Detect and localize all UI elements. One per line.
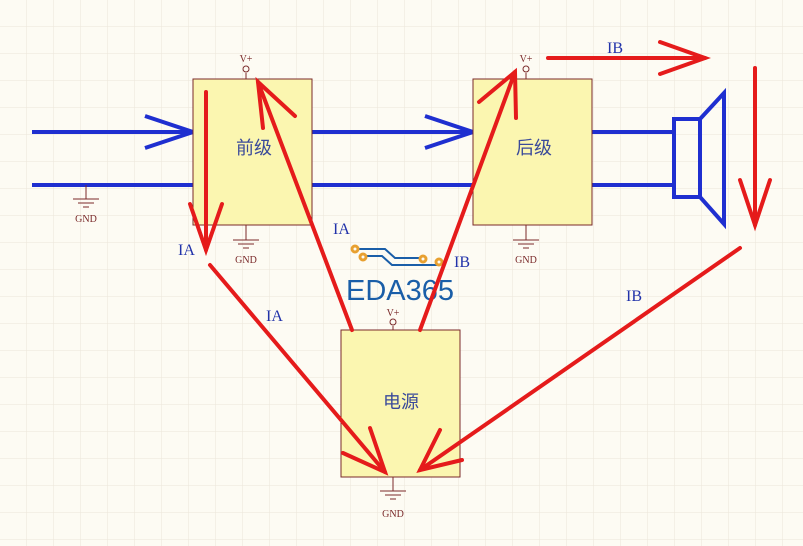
pre-gnd-label: GND: [235, 255, 257, 266]
input-ground-icon: [73, 185, 99, 208]
post-vplus-label: V+: [520, 54, 533, 65]
current-label-ia: IA: [333, 221, 350, 238]
block-post-label: 后级: [516, 138, 552, 159]
ground-icon: [233, 225, 259, 249]
current-label-ib: IB: [626, 288, 642, 305]
power-gnd-label: GND: [382, 509, 404, 520]
ground-icon: [513, 225, 539, 249]
vplus-pin-icon: [522, 65, 530, 73]
current-arrows: [188, 40, 772, 476]
current-label-ib: IB: [607, 40, 623, 57]
input-gnd-label: GND: [75, 214, 97, 225]
vplus-pin-icon: [389, 318, 397, 326]
power-vplus-label: V+: [387, 308, 400, 319]
post-gnd-label: GND: [515, 255, 537, 266]
pre-vplus-label: V+: [240, 54, 253, 65]
current-label-ib: IB: [454, 254, 470, 271]
block-power-supply[interactable]: 电源 V+ GND: [340, 308, 461, 520]
block-post-amp[interactable]: 后级 V+ GND: [472, 54, 593, 266]
speaker-icon: [672, 87, 726, 230]
current-label-ia: IA: [178, 242, 195, 259]
vplus-pin-icon: [242, 65, 250, 73]
block-power-label: 电源: [383, 392, 419, 413]
block-pre-label: 前级: [236, 138, 272, 159]
current-label-ia: IA: [266, 308, 283, 325]
block-pre-amp[interactable]: 前级 V+ GND: [192, 54, 313, 266]
ground-icon: [380, 477, 406, 500]
